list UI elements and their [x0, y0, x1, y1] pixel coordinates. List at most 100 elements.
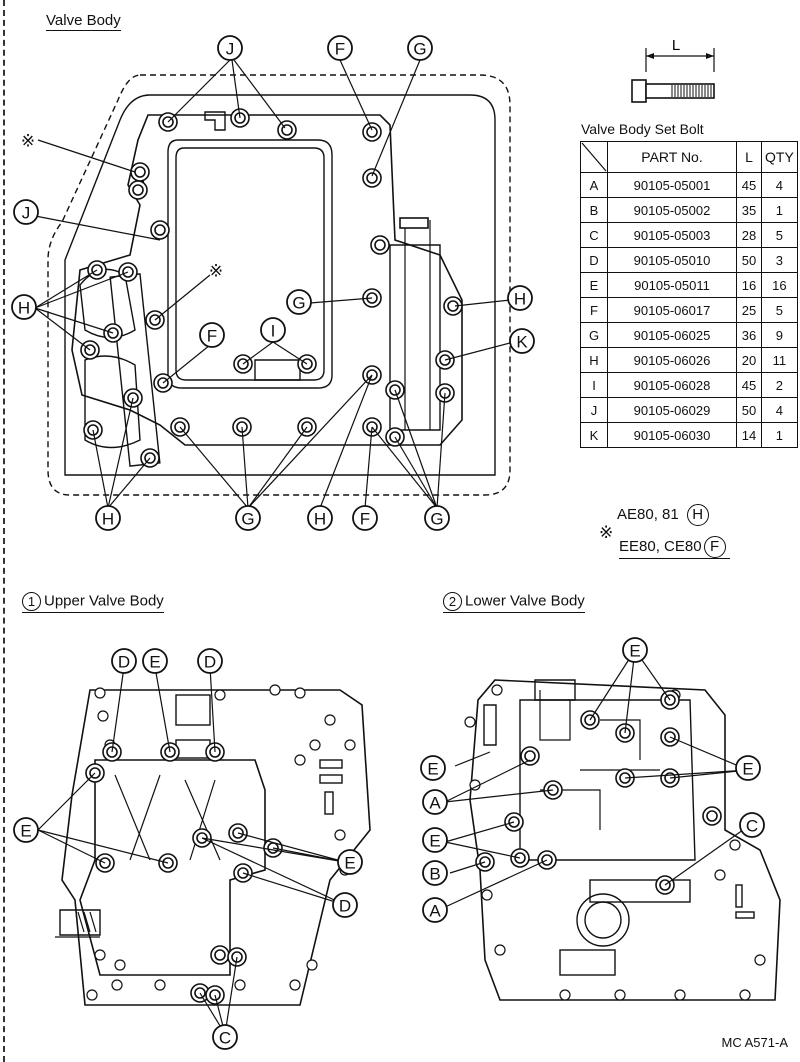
undefined-leader-line	[34, 269, 98, 309]
upper-callout: D	[111, 648, 137, 674]
upper-number-circle: 1	[22, 592, 41, 611]
upper-bolt-washer	[214, 949, 226, 961]
upper-hole	[294, 687, 306, 699]
undefined-leader-line	[34, 307, 91, 351]
upper-hole	[94, 949, 106, 961]
valve-body-leaders	[29, 59, 511, 509]
table-cell-qty: 2	[761, 372, 798, 398]
undefined-leader-line	[444, 342, 511, 361]
table-header-length: L	[736, 141, 762, 173]
lower-callout: A	[422, 789, 448, 815]
figure-code: MC A571-A	[721, 1035, 788, 1050]
upper-hole	[111, 979, 123, 991]
undefined-leader-line	[394, 436, 438, 509]
upper-callout-label: E	[149, 653, 160, 672]
table-cell-qty: 4	[761, 172, 798, 198]
undefined-leader-line	[371, 426, 438, 509]
undefined-leader-line	[107, 397, 134, 509]
upper-callout-circle	[337, 849, 363, 875]
lower-callout: A	[422, 897, 448, 923]
upper-pocket-1	[175, 694, 211, 726]
valve-body-callout-circle	[352, 505, 378, 531]
valve-body-callout-label: G	[292, 294, 305, 313]
undefined-leader-line	[37, 829, 106, 864]
valve-body-callout-label: F	[335, 40, 345, 59]
bolt-threads	[671, 85, 712, 97]
valve-body-callout-label: J	[226, 40, 235, 59]
undefined-leader-line	[92, 429, 109, 509]
lower-hole	[614, 989, 626, 1001]
valve-body-strainer-tab	[254, 359, 301, 381]
upper-callout: E	[142, 648, 168, 674]
valve-body-callout-circle	[260, 317, 286, 343]
lower-callout-circle	[422, 789, 448, 815]
valve-body-callout-label: H	[102, 510, 114, 529]
valve-body-callout-circle	[424, 505, 450, 531]
undefined-leader-line	[444, 821, 515, 843]
undefined-leader-line	[34, 307, 114, 334]
valve-body-callout: H	[11, 294, 37, 320]
undefined-leader-line	[364, 426, 373, 509]
valve-body-pan-outline	[47, 74, 511, 496]
valve-body-bolts	[80, 108, 463, 468]
table-cell-length: 25	[736, 297, 762, 323]
lower-callout-label: E	[429, 832, 440, 851]
lower-pocket-2	[589, 879, 691, 903]
undefined-leader-line	[37, 772, 96, 831]
valve-body-callout: J	[217, 35, 243, 61]
undefined-leader-line	[34, 271, 129, 309]
upper-hole	[334, 829, 346, 841]
upper-hole	[344, 739, 356, 751]
table-cell-qty: 16	[761, 272, 798, 298]
lower-hole	[464, 716, 476, 728]
lower-number-circle: 2	[443, 592, 462, 611]
lower-callout: E	[420, 755, 446, 781]
lower-callout-circle	[422, 827, 448, 853]
upper-callout-circle	[197, 648, 223, 674]
lower-channels	[539, 690, 660, 830]
upper-hole	[154, 979, 166, 991]
valve-body-callout-circle	[235, 505, 261, 531]
valve-body-callout-circle	[307, 505, 333, 531]
upper-hole	[114, 959, 126, 971]
lower-hole	[559, 989, 571, 1001]
valve-body-callout-label: I	[271, 322, 276, 341]
lower-callout-label: A	[429, 794, 441, 813]
valve-body-plate	[71, 114, 463, 446]
table-cell-qty: 1	[761, 422, 798, 448]
table-cell-part: 90105-05003	[607, 222, 737, 248]
lower-valve-body-core	[519, 699, 696, 861]
valve-body-bolt-washer	[374, 239, 386, 251]
table-cell-part: 90105-06029	[607, 397, 737, 423]
upper-slot-2	[319, 774, 343, 784]
table-title: Valve Body Set Bolt	[581, 121, 704, 137]
valve-body-callout-label: ※	[21, 132, 35, 151]
upper-callout-label: D	[118, 653, 130, 672]
bolt-shank	[645, 83, 715, 99]
undefined-leader-line	[179, 426, 249, 509]
undefined-leader-line	[154, 666, 171, 753]
valve-body-callout-circle	[507, 285, 533, 311]
lower-callout-label: E	[629, 642, 640, 661]
table-cell-length: 16	[736, 272, 762, 298]
valve-body-callout-circle	[199, 322, 225, 348]
undefined-leader-line	[664, 824, 751, 886]
lower-hole	[714, 869, 726, 881]
lower-bolt-washer	[706, 810, 718, 822]
table-header-blank	[580, 141, 608, 173]
valve-body-callout: ※	[209, 262, 223, 281]
lower-callout: C	[739, 812, 765, 838]
undefined-leader-line	[394, 389, 438, 509]
upper-hole	[324, 714, 336, 726]
valve-body-callout-label: G	[413, 40, 426, 59]
valve-body-gasket-outline	[64, 94, 496, 476]
table-cell-part: 90105-05011	[607, 272, 737, 298]
valve-body-callout-label: ※	[209, 262, 223, 281]
valve-body-detent	[399, 217, 429, 229]
undefined-leader-line	[201, 837, 346, 863]
valve-body-callout: H	[507, 285, 533, 311]
